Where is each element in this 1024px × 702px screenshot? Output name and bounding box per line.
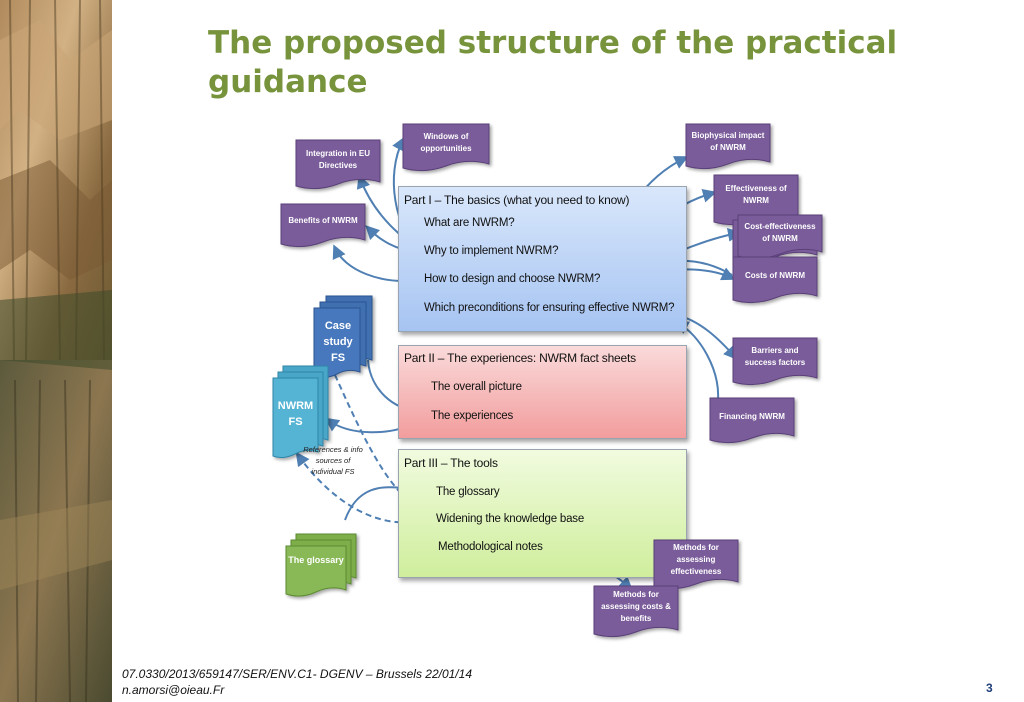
slide-title: The proposed structure of the practical … [208, 25, 898, 100]
nwrm-fs-label: NWRM FS [277, 400, 314, 428]
rock-photo [0, 0, 112, 702]
page-number: 3 [986, 681, 993, 695]
part3-heading: Part III – The tools [404, 456, 498, 470]
part1-heading: Part I – The basics (what you need to kn… [404, 193, 630, 207]
glossary-stack-label: The glossary [288, 555, 344, 565]
doc-integration: Integration in EU Directives [306, 149, 370, 170]
case-study-fs-label: Case study FS [323, 320, 353, 364]
part3-item: Methodological notes [438, 541, 543, 553]
doc-barriers: Barriers and success factors [744, 346, 806, 367]
part2-item: The experiences [431, 410, 514, 422]
doc-financing: Financing NWRM [719, 412, 785, 421]
part2-box [398, 345, 687, 439]
doc-benefits: Benefits of NWRM [288, 216, 358, 225]
part1-box [398, 186, 687, 332]
part1-item: Which preconditions for ensuring effecti… [424, 302, 675, 314]
part1-item: How to design and choose NWRM? [424, 273, 601, 285]
doc-costs: Costs of NWRM [745, 271, 805, 280]
part1-item: What are NWRM? [424, 217, 515, 229]
rock-photo-strip [0, 0, 112, 702]
doc-biophysical: Biophysical impact of NWRM [691, 131, 765, 152]
doc-methods-effectiveness: Methods for assessing effectiveness [670, 543, 722, 576]
part3-item: The glossary [436, 486, 500, 498]
footer: 07.0330/2013/659147/SER/ENV.C1- DGENV – … [122, 666, 472, 698]
part1-item: Why to implement NWRM? [424, 245, 559, 257]
references-note: References & info sources of individual … [303, 445, 363, 476]
part3-box [398, 449, 687, 578]
part3-item: Widening the knowledge base [436, 513, 585, 525]
doc-windows: Windows of opportunities [420, 132, 472, 153]
footer-reference: 07.0330/2013/659147/SER/ENV.C1- DGENV – … [122, 667, 472, 681]
part2-item: The overall picture [431, 381, 522, 393]
part2-heading: Part II – The experiences: NWRM fact she… [404, 351, 636, 365]
dashed-arrow-widening-nwrm [295, 451, 431, 524]
doc-cost-effectiveness: Cost-effectiveness of NWRM [744, 222, 816, 243]
footer-email: n.amorsi@oieau.Fr [122, 683, 225, 697]
doc-methods-costs: Methods for assessing costs & benefits [601, 590, 671, 623]
doc-effectiveness: Effectiveness of NWRM [725, 184, 787, 205]
